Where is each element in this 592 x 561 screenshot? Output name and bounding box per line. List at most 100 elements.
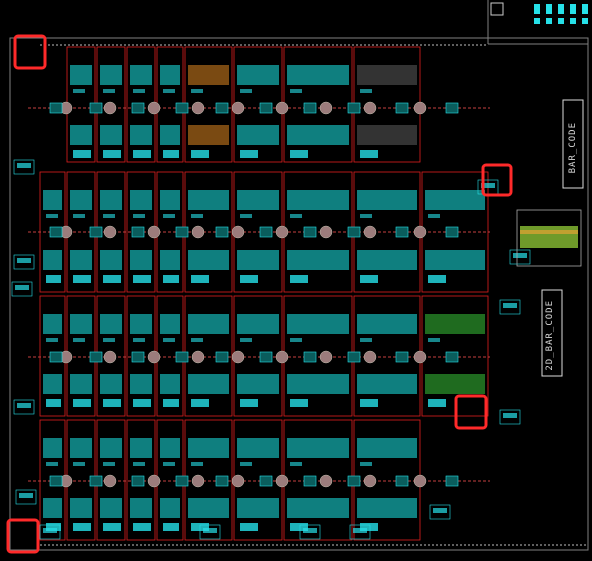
smd-part [240,150,258,158]
pad [188,125,229,145]
pad [43,374,62,394]
smd-part [103,462,115,466]
via [319,101,333,115]
inline-part [347,102,361,114]
via [147,350,161,364]
smd-part [73,523,91,531]
smd-part [191,338,203,342]
inline-part [175,475,189,487]
smd-part [103,214,115,218]
component-body [503,303,517,308]
pad [425,250,485,270]
inline-part [303,475,317,487]
inline-part [49,475,63,487]
marker-top-left[interactable] [13,34,47,70]
component-footprint [11,281,33,297]
smd-part [360,523,378,531]
component-body [17,163,31,168]
marker-right-lower[interactable] [454,394,488,430]
header-part [582,4,588,14]
pad [237,65,279,85]
inline-part [49,226,63,238]
component-footprint [509,249,531,265]
pad [188,190,229,210]
inline-part [215,102,229,114]
smd-part [360,462,372,466]
inline-part [347,351,361,363]
via [363,101,377,115]
smd-part [290,89,302,93]
marker-bottom-left[interactable] [6,518,40,554]
pad [160,498,180,518]
bar-code-label: BAR_CODE [568,122,578,174]
smd-part [103,399,121,407]
smd-part [133,399,151,407]
via [147,474,161,488]
smd-part [240,399,258,407]
smd-part [163,214,175,218]
pad [100,314,122,334]
pad [357,125,417,145]
via [103,350,117,364]
inline-part [347,226,361,238]
smd-part [73,462,85,466]
smd-part [46,523,61,531]
header-part [558,18,564,24]
smd-part [428,338,440,342]
via [413,225,427,239]
barcode-pattern [520,226,578,248]
via [413,101,427,115]
inline-part [215,226,229,238]
via [103,225,117,239]
smd-part [290,399,308,407]
header-part [570,4,576,14]
smd-part [103,338,115,342]
highlight-markers[interactable] [6,34,513,554]
smd-part [163,399,179,407]
pad [287,314,349,334]
2d-bar-code-label: 2D_BAR_CODE [545,300,555,371]
inline-part [89,475,103,487]
header-part [534,18,540,24]
smd-part [240,462,252,466]
smd-part [133,275,151,283]
pad [287,190,349,210]
via [191,225,205,239]
pad [70,65,92,85]
smd-part [163,150,179,158]
smd-part [191,275,209,283]
pad [43,438,62,458]
pad [100,250,122,270]
smd-part [133,150,151,158]
inline-part [445,226,459,238]
inline-part [89,351,103,363]
smd-part [360,89,372,93]
pad [188,438,229,458]
component-body [303,528,317,533]
smd-part [133,523,151,531]
header-part [546,4,552,14]
smd-part [240,523,258,531]
smd-part [73,275,91,283]
pad [357,250,417,270]
fiducial [490,2,504,16]
header-part [534,4,540,14]
component-body [433,508,447,513]
pad [188,498,229,518]
smd-part [103,523,121,531]
inline-part [131,475,145,487]
smd-part [163,523,179,531]
pad [188,374,229,394]
via [363,474,377,488]
smd-part [103,275,121,283]
via [191,101,205,115]
component-footprint [499,299,521,315]
inline-part [215,351,229,363]
inline-part [175,351,189,363]
inline-part [49,351,63,363]
smd-part [428,275,446,283]
smd-part [46,275,61,283]
marker-right-upper[interactable] [481,163,513,197]
smd-part [290,150,308,158]
